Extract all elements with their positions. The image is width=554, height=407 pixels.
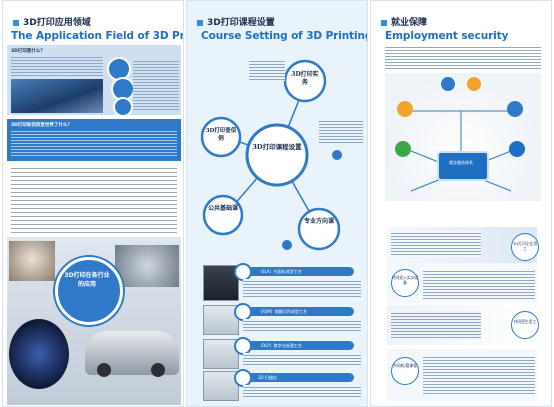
hub-icon-3 bbox=[395, 141, 411, 157]
body-text-lines bbox=[11, 165, 177, 233]
hub-icon-1 bbox=[397, 101, 413, 117]
bubble-1-label: 3D打印实务 bbox=[291, 71, 319, 86]
badge-course bbox=[391, 357, 419, 385]
ribbon-dlp: （DLP）数字光处理工艺 bbox=[234, 337, 354, 355]
hub-device bbox=[437, 151, 489, 181]
engine-photo bbox=[9, 319, 69, 389]
ribbon-fdm: （FDM）熔融沉积成型工艺 bbox=[234, 303, 354, 321]
bubble-4-circle bbox=[297, 207, 341, 251]
bubble-2-label: 3D打印查佰例 bbox=[205, 128, 237, 142]
center-course-circle bbox=[245, 123, 309, 187]
badge-training bbox=[391, 269, 419, 297]
hub-icon-4 bbox=[509, 141, 525, 157]
medical-photo bbox=[9, 241, 55, 281]
dlp-text-lines bbox=[243, 353, 361, 365]
badge-course-label: 共同机/管课程 bbox=[392, 363, 418, 368]
hub-icon-6 bbox=[467, 77, 481, 91]
panel3-heading-cn: 就业保障 bbox=[381, 15, 427, 28]
ribbon-scanner: 3D 扫描仪 bbox=[234, 369, 354, 387]
badge-training-label: 共同投入实训设备 bbox=[391, 275, 419, 285]
bubble-1-notes bbox=[249, 59, 285, 81]
city-photo bbox=[11, 79, 103, 113]
center-application-circle bbox=[55, 257, 123, 325]
course-diagram bbox=[200, 59, 342, 251]
hub-icon-5 bbox=[441, 77, 455, 91]
badge-enterprise bbox=[511, 233, 539, 261]
badge-recruit-label: 共同招生用工 bbox=[513, 319, 537, 324]
tag-circle-3 bbox=[113, 97, 133, 117]
car-wheel-1 bbox=[97, 363, 111, 377]
card-2-lines bbox=[423, 269, 535, 299]
scanner-text-lines bbox=[243, 385, 361, 397]
bubble-3-label: 公共基础课 bbox=[207, 205, 238, 212]
card-3-lines bbox=[391, 311, 481, 339]
bubble-2-notes bbox=[319, 119, 363, 143]
hub-connectors bbox=[410, 110, 512, 192]
bubble-4-label: 专业方向课 bbox=[303, 218, 334, 225]
intro-question-1: 3D打印是什么？ bbox=[11, 49, 45, 54]
sla-text-lines bbox=[243, 279, 361, 297]
panel2-heading-cn: 3D打印课程设置 bbox=[197, 15, 275, 28]
small-dot-2 bbox=[332, 150, 342, 160]
card-1-lines bbox=[391, 231, 481, 257]
second-text-lines bbox=[11, 129, 177, 157]
hub-label: 就业服务体系 bbox=[449, 160, 473, 165]
panel2-heading-en: Course Setting of 3D Printing bbox=[201, 30, 368, 42]
intro-question-2: 3D打印如何改变世界了什么？ bbox=[11, 123, 72, 128]
panel1-heading-cn: 3D打印应用领域 bbox=[13, 15, 91, 28]
bubble-3-circle bbox=[202, 194, 244, 236]
card-4-lines bbox=[423, 355, 535, 395]
panel-course-setting: 3D打印课程设置 Course Setting of 3D Printing 3… bbox=[186, 0, 368, 407]
bubble-1-circle bbox=[283, 59, 327, 103]
panel3-heading-en: Employment security bbox=[385, 30, 509, 42]
jewelry-photo bbox=[115, 245, 179, 287]
machine-image-sla bbox=[203, 265, 239, 301]
badge-recruit bbox=[511, 311, 539, 339]
panel-employment: 就业保障 Employment security 就业服务体系 3D打印企 bbox=[370, 0, 552, 407]
machine-image-dlp bbox=[203, 339, 239, 369]
center-application-text: 3D打印在各行业的应用 bbox=[64, 272, 110, 288]
ribbon-sla: （SLA）光固化成型工艺 bbox=[234, 263, 354, 281]
badge-enterprise-label: 3D打印企业用工 bbox=[512, 241, 538, 251]
hub-icon-2 bbox=[507, 101, 523, 117]
car-wheel-2 bbox=[151, 363, 165, 377]
employment-intro-lines bbox=[385, 45, 541, 69]
panel1-heading-en: The Application Field of 3D Printing bbox=[11, 30, 184, 42]
panel-application-field: 3D打印应用领域 The Application Field of 3D Pri… bbox=[2, 0, 184, 407]
center-course-label: 3D打印课程设置 bbox=[252, 143, 302, 151]
intro-text-lines bbox=[11, 55, 103, 77]
small-dot-3 bbox=[282, 240, 292, 250]
fdm-text-lines bbox=[243, 319, 361, 333]
tag-text-lines bbox=[133, 59, 179, 111]
bubble-2-circle bbox=[200, 116, 242, 158]
